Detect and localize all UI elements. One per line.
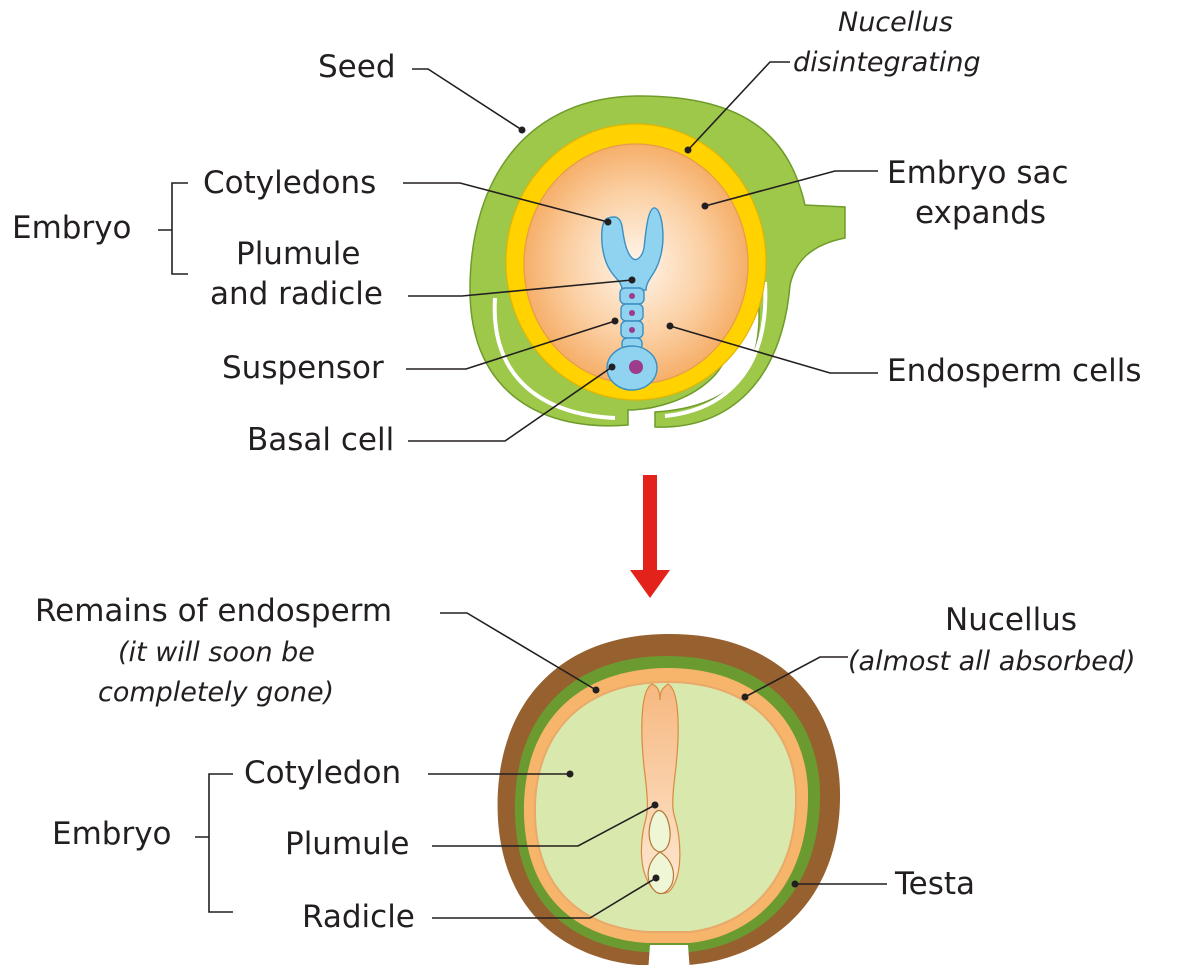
nucleus-1 [629, 293, 635, 299]
label-remains-endosperm-1: Remains of endosperm [35, 593, 392, 629]
label-seed: Seed [318, 49, 396, 85]
label-nucellus-top-2: disintegrating [793, 47, 981, 78]
label-nucellus-bottom-1: Nucellus [945, 602, 1077, 638]
micropyle-notch [648, 945, 690, 972]
label-suspensor: Suspensor [222, 350, 384, 386]
label-cotyledons: Cotyledons [203, 165, 376, 201]
pointer-seed [519, 127, 526, 134]
label-endosperm-cells: Endosperm cells [887, 353, 1142, 389]
pointer-plumule-radicle [629, 277, 636, 284]
label-radicle: Radicle [302, 899, 415, 935]
pointer-basal-cell [609, 364, 616, 371]
development-arrow [630, 475, 670, 598]
pointer-endosperm-cells [667, 323, 674, 330]
pointer-nucellus-top [685, 147, 692, 154]
embryo-brace-bottom [195, 774, 233, 912]
pointer-testa [792, 881, 799, 888]
pointer-cotyledon [567, 771, 574, 778]
label-remains-endosperm-3: completely gone) [98, 677, 334, 708]
mature-seed-drawing [498, 634, 841, 972]
label-embryo-sac-2: expands [915, 195, 1046, 231]
developing-seed-drawing [470, 96, 845, 427]
label-remains-endosperm-2: (it will soon be [118, 637, 315, 668]
basal-nucleus [629, 360, 643, 374]
leader-seed [412, 69, 522, 130]
label-plumule-radicle-2: and radicle [210, 276, 383, 312]
nucleus-2 [629, 310, 635, 316]
pointer-plumule [652, 802, 659, 809]
plumule-shape [649, 811, 670, 853]
label-basal-cell: Basal cell [247, 422, 394, 458]
label-plumule-radicle-1: Plumule [236, 236, 360, 272]
pointer-nucellus-bottom [742, 694, 749, 701]
pointer-embryo-sac [702, 203, 709, 210]
label-plumule: Plumule [285, 826, 409, 862]
label-embryo-bottom: Embryo [52, 816, 172, 852]
label-cotyledon: Cotyledon [244, 755, 401, 791]
label-nucellus-bottom-2: (almost all absorbed) [848, 646, 1136, 677]
label-embryo-sac-1: Embryo sac [887, 155, 1069, 191]
pointer-radicle [653, 875, 660, 882]
label-testa: Testa [894, 866, 975, 902]
label-embryo-top: Embryo [12, 210, 132, 246]
pointer-suspensor [612, 318, 619, 325]
embryo-brace-top [158, 183, 188, 274]
pointer-remains-endosperm [593, 687, 600, 694]
nucleus-3 [629, 327, 635, 333]
pointer-cotyledons [605, 219, 612, 226]
label-nucellus-top-1: Nucellus [838, 7, 953, 38]
